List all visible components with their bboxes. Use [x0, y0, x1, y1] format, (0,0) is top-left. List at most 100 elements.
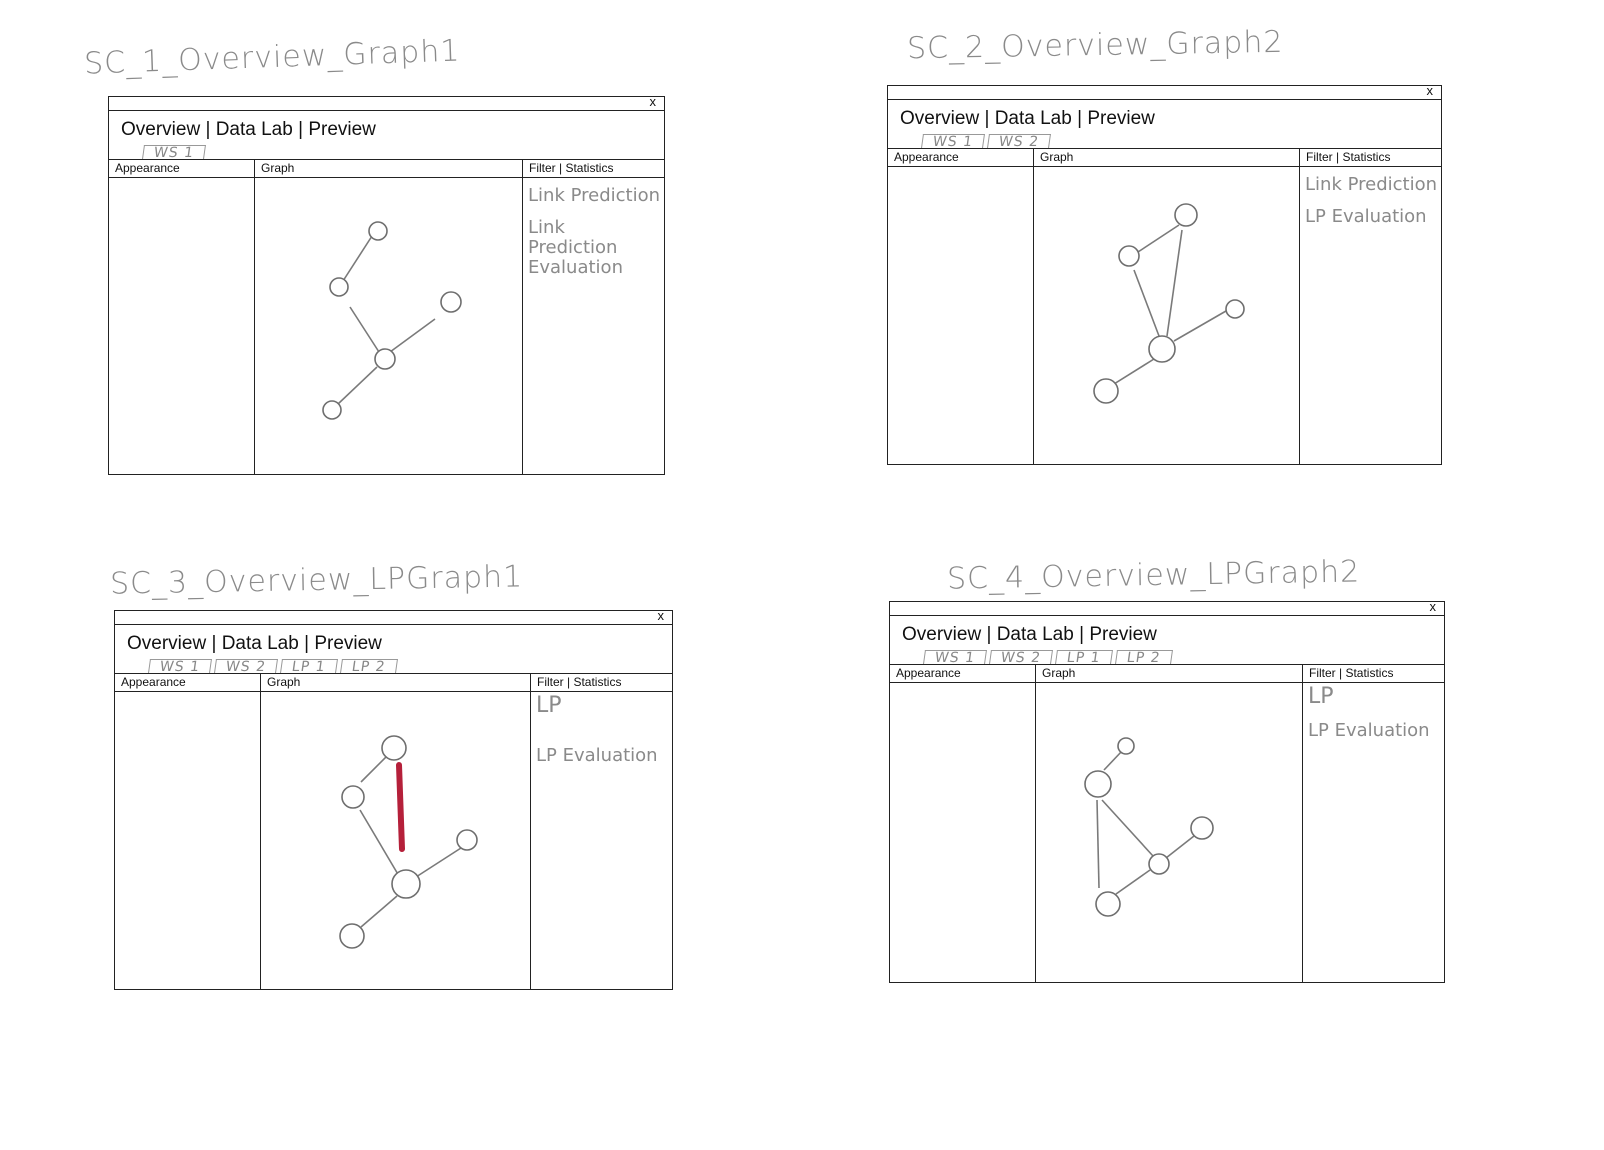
graph-edge	[349, 306, 380, 353]
graph-edge	[1133, 269, 1160, 337]
window-titlebar: x	[890, 599, 1444, 616]
filter-statistics-panel: Filter | Statistics Link Prediction Link…	[523, 160, 664, 474]
graph-node	[368, 221, 388, 241]
lp-evaluation-action[interactable]: LP Evaluation	[536, 745, 658, 766]
graph-edge	[1096, 799, 1100, 889]
graph-node	[374, 348, 396, 370]
link-prediction-action[interactable]: Link Prediction	[528, 185, 661, 206]
graph-edge	[1101, 799, 1154, 857]
workspace-tabs: WS 1 WS 2 LP 1 LP 2	[923, 650, 1173, 666]
tab-preview[interactable]: Preview	[314, 633, 382, 654]
graph-canvas[interactable]	[1036, 682, 1305, 977]
predicted-edge	[396, 762, 405, 852]
appearance-panel: Appearance	[888, 149, 1034, 464]
graph-canvas[interactable]	[261, 691, 533, 986]
graph-node	[1225, 299, 1245, 319]
graph-node	[339, 923, 365, 949]
tab-preview[interactable]: Preview	[1089, 624, 1157, 645]
filter-statistics-header: Filter | Statistics	[523, 160, 664, 178]
tab-overview[interactable]: Overview	[902, 624, 982, 645]
graph-edge	[1113, 358, 1155, 385]
graph-edge	[342, 235, 373, 282]
close-icon[interactable]: x	[1429, 599, 1437, 614]
tab-data-lab[interactable]: Data Lab	[215, 119, 293, 140]
graph-edge	[1166, 229, 1183, 337]
tab-data-lab[interactable]: Data Lab	[996, 624, 1074, 645]
graph-edge	[1165, 835, 1195, 859]
main-nav: Overview | Data Lab | Preview	[121, 119, 376, 140]
mockup-window: x Overview | Data Lab | Preview WS 1 WS …	[889, 599, 1445, 983]
tab-preview[interactable]: Preview	[1087, 108, 1155, 129]
graph-canvas[interactable]	[1034, 166, 1302, 461]
workspace-tabs: WS 1 WS 2 LP 1 LP 2	[148, 659, 398, 675]
panel-area: Appearance Graph Filter | Statistics LP …	[890, 664, 1444, 982]
graph-node	[329, 277, 349, 297]
graph-edge	[337, 366, 378, 405]
graph-header: Graph	[1036, 665, 1302, 683]
lp-evaluation-action[interactable]: LP Evaluation	[1305, 206, 1427, 227]
link-prediction-action[interactable]: LP	[536, 693, 562, 718]
graph-node	[1117, 737, 1135, 755]
graph-node	[456, 829, 478, 851]
close-icon[interactable]: x	[1426, 83, 1434, 98]
graph-header: Graph	[261, 674, 530, 692]
graph-edge	[1173, 310, 1227, 342]
appearance-header: Appearance	[888, 149, 1033, 167]
screen-title: SC_2_Overview_Graph2	[906, 24, 1284, 67]
close-icon[interactable]: x	[657, 608, 665, 623]
mockup-window: x Overview | Data Lab | Preview WS 1 WS …	[114, 608, 673, 990]
appearance-panel: Appearance	[890, 665, 1036, 982]
mockup-window: x Overview | Data Lab | Preview WS 1 App…	[108, 94, 665, 475]
workspace-tabs: WS 1	[142, 145, 207, 161]
workspace-tab[interactable]: WS 1	[921, 134, 986, 150]
filter-statistics-header: Filter | Statistics	[1303, 665, 1444, 683]
tab-overview[interactable]: Overview	[900, 108, 980, 129]
workspace-tab[interactable]: LP 1	[1055, 650, 1113, 666]
main-nav: Overview | Data Lab | Preview	[127, 633, 382, 654]
workspace-tab[interactable]: LP 2	[339, 659, 398, 675]
workspace-tab[interactable]: LP 1	[280, 659, 338, 675]
tab-data-lab[interactable]: Data Lab	[221, 633, 299, 654]
workspace-tab[interactable]: WS 1	[148, 659, 213, 675]
panel-area: Appearance Graph Filter | Statistics LP …	[115, 673, 672, 989]
main-nav: Overview | Data Lab | Preview	[902, 624, 1157, 645]
graph-edge	[360, 895, 398, 928]
filter-statistics-header: Filter | Statistics	[1300, 149, 1441, 167]
graph-edge	[1115, 869, 1151, 895]
graph-node	[1118, 245, 1140, 267]
graph-node	[322, 400, 342, 420]
tab-overview[interactable]: Overview	[127, 633, 207, 654]
filter-statistics-header: Filter | Statistics	[531, 674, 672, 692]
graph-node	[1084, 770, 1112, 798]
lp-evaluation-action[interactable]: Link Prediction Evaluation	[528, 217, 623, 278]
appearance-panel: Appearance	[109, 160, 255, 474]
graph-node	[381, 735, 407, 761]
mockup-window: x Overview | Data Lab | Preview WS 1 WS …	[887, 83, 1442, 465]
graph-canvas[interactable]	[255, 177, 525, 472]
workspace-tab[interactable]: WS 1	[142, 145, 207, 161]
workspace-tab[interactable]: WS 1	[923, 650, 988, 666]
workspace-tab[interactable]: WS 2	[987, 134, 1052, 150]
close-icon[interactable]: x	[649, 94, 657, 109]
panel-area: Appearance Graph Filter | Statistics Lin…	[109, 159, 664, 474]
window-titlebar: x	[109, 94, 664, 111]
workspace-tab[interactable]: LP 2	[1114, 650, 1173, 666]
window-titlebar: x	[115, 608, 672, 625]
graph-header: Graph	[255, 160, 522, 178]
link-prediction-action[interactable]: LP	[1308, 684, 1334, 709]
screen-title: SC_3_Overview_LPGraph1	[109, 559, 524, 602]
graph-node	[1174, 203, 1198, 227]
lp-evaluation-action[interactable]: LP Evaluation	[1308, 720, 1430, 741]
filter-statistics-panel: Filter | Statistics Link Prediction LP E…	[1300, 149, 1441, 464]
graph-panel: Graph	[261, 674, 531, 989]
graph-panel: Graph	[1034, 149, 1300, 464]
window-titlebar: x	[888, 83, 1441, 100]
appearance-header: Appearance	[109, 160, 254, 178]
link-prediction-action[interactable]: Link Prediction	[1305, 174, 1438, 195]
tab-data-lab[interactable]: Data Lab	[994, 108, 1072, 129]
graph-node	[1148, 853, 1170, 875]
tab-overview[interactable]: Overview	[121, 119, 201, 140]
workspace-tab[interactable]: WS 2	[214, 659, 279, 675]
workspace-tab[interactable]: WS 2	[989, 650, 1054, 666]
tab-preview[interactable]: Preview	[308, 119, 376, 140]
